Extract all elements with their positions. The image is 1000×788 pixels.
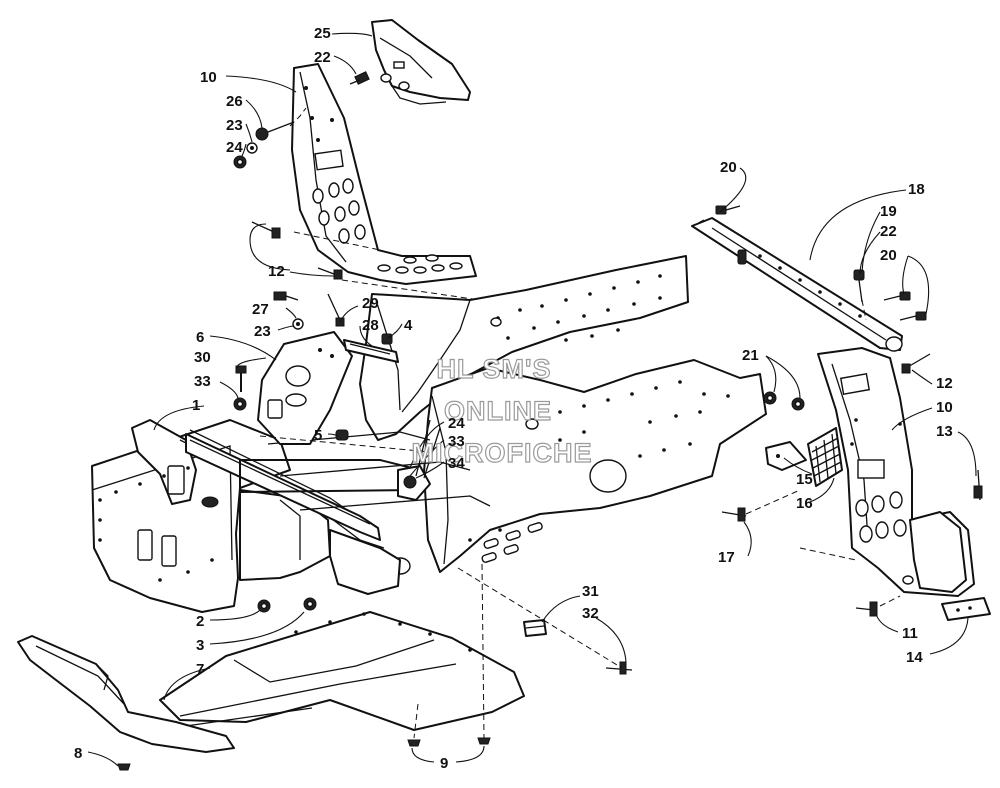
callout-13: 13 <box>936 423 953 440</box>
callout-30: 30 <box>194 349 211 366</box>
belly-pan-part <box>159 611 525 731</box>
callout-7: 7 <box>196 661 204 678</box>
rivet-13-part <box>973 469 983 501</box>
callout-24-mid: 24 <box>448 415 465 432</box>
bolt-26-part <box>255 107 307 141</box>
callout-21: 21 <box>742 347 759 364</box>
callout-22-left: 22 <box>314 49 331 66</box>
rivet-12-left-part <box>251 221 343 280</box>
callout-2: 2 <box>196 613 204 630</box>
assembly-guides <box>259 219 901 739</box>
screw-9-left-part <box>407 739 421 747</box>
rivet-32-part <box>605 661 633 675</box>
bolt-20-top-part <box>715 205 741 215</box>
bolt-30-part <box>235 365 247 392</box>
washer-23-left-part <box>246 142 258 154</box>
rivet-11-part <box>855 601 878 617</box>
callout-33-left: 33 <box>194 373 211 390</box>
callout-1: 1 <box>192 397 200 414</box>
callout-10-left: 10 <box>200 69 217 86</box>
callout-6: 6 <box>196 329 204 346</box>
callout-5: 5 <box>314 427 322 444</box>
callout-26: 26 <box>226 93 243 110</box>
front-frame-part <box>91 419 411 613</box>
callout-23-mid: 23 <box>254 323 271 340</box>
chassis-right-rail-part <box>423 359 767 573</box>
callout-11: 11 <box>902 625 918 642</box>
callout-34: 34 <box>448 455 465 472</box>
callout-20-right: 20 <box>880 247 897 264</box>
strap-14-part <box>941 597 991 621</box>
callout-8: 8 <box>74 745 82 762</box>
nut-24-left-part <box>233 155 247 169</box>
bracket-15-part <box>765 441 807 471</box>
bolt-20-right-part <box>883 291 927 321</box>
callout-32: 32 <box>582 605 599 622</box>
console-cover-part <box>371 19 471 105</box>
bolt-29-part <box>327 293 345 327</box>
washer-23-mid-part <box>292 318 304 330</box>
callout-31: 31 <box>582 583 599 600</box>
callout-22-right: 22 <box>880 223 897 240</box>
steering-support-right-part <box>817 347 975 597</box>
leader-lines <box>87 32 977 767</box>
rivet-12-right-part <box>901 353 931 374</box>
rivet-17-part <box>721 507 747 522</box>
steering-post-part <box>691 217 903 352</box>
callout-15: 15 <box>796 471 813 488</box>
steering-bracket-part <box>257 331 353 445</box>
callout-labels: 25 22 10 26 23 24 12 27 23 29 28 4 6 30 … <box>74 25 953 772</box>
mesh-screen-part <box>807 427 843 487</box>
callout-28: 28 <box>362 317 379 334</box>
bracket-28-part <box>343 339 399 363</box>
bolt-27-part <box>273 291 299 301</box>
clip-31-part <box>523 619 547 637</box>
steering-support-left-part <box>291 63 477 285</box>
callout-12-left: 12 <box>268 263 285 280</box>
callout-9: 9 <box>440 755 448 772</box>
washer-33-left-part <box>233 397 247 411</box>
screw-9-right-part <box>477 737 491 745</box>
spacer-5-part <box>335 429 349 441</box>
callout-29: 29 <box>362 295 379 312</box>
callout-3: 3 <box>196 637 204 654</box>
watermark: HL SM'S ONLINE MICROFICHE <box>411 353 593 468</box>
callout-4: 4 <box>404 317 413 334</box>
nut-3-part <box>303 597 317 611</box>
callout-23-top: 23 <box>226 117 243 134</box>
callout-16: 16 <box>796 495 813 512</box>
nut-21-part <box>763 391 805 411</box>
nose-pan-part <box>17 635 235 753</box>
callout-33-mid: 33 <box>448 433 465 450</box>
watermark-line-3: MICROFICHE <box>412 438 593 468</box>
callout-17: 17 <box>718 549 735 566</box>
callout-20-top: 20 <box>720 159 737 176</box>
watermark-line-1: HL SM'S <box>437 354 552 384</box>
callout-24-top: 24 <box>226 139 243 156</box>
callout-19: 19 <box>880 203 897 220</box>
nut-2-part <box>257 599 271 613</box>
callout-14: 14 <box>906 649 923 666</box>
callout-18: 18 <box>908 181 925 198</box>
callout-25: 25 <box>314 25 331 42</box>
watermark-line-2: ONLINE <box>444 396 552 426</box>
callout-27: 27 <box>252 301 269 318</box>
callout-10-right: 10 <box>936 399 953 416</box>
callout-12-right: 12 <box>936 375 953 392</box>
bolt-19-part <box>853 269 865 303</box>
bolt-22-left-part <box>349 71 370 85</box>
nut-4-part <box>381 333 393 345</box>
screw-8-part <box>117 763 131 771</box>
